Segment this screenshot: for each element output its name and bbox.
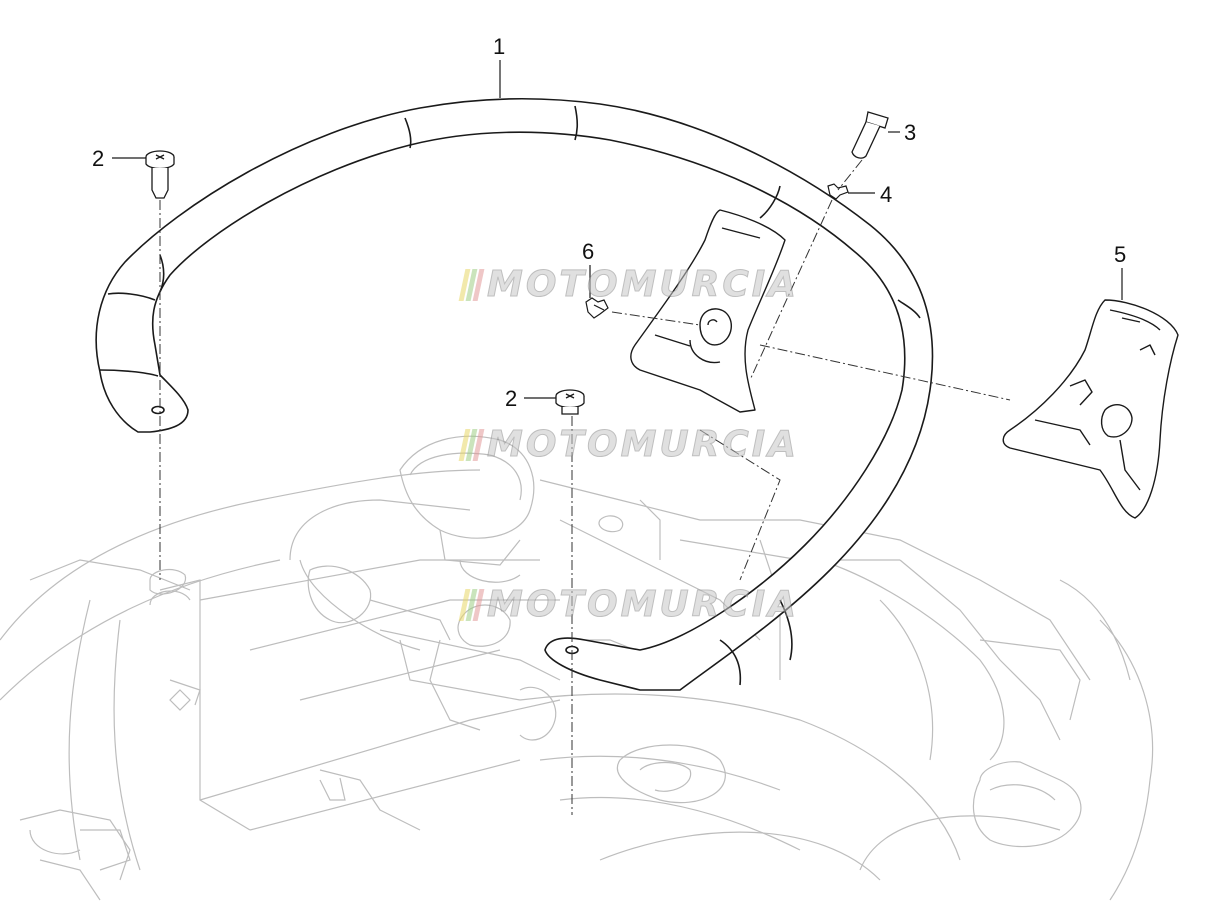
- part-2-screw-center: [555, 389, 585, 415]
- watermark-stripes: [458, 588, 485, 621]
- part-4-clip: [827, 183, 849, 200]
- watermark-stripes: [458, 428, 485, 461]
- watermark-logo: MOTOMURCIA: [458, 424, 800, 466]
- watermark-stripes: [458, 268, 485, 301]
- callout-leaders: [112, 60, 1123, 399]
- watermark-logo: MOTOMURCIA: [458, 584, 800, 626]
- watermark-text: MOTOMURCIA: [486, 584, 800, 626]
- callout-2-center: 2: [505, 386, 518, 411]
- watermark-text: MOTOMURCIA: [486, 424, 800, 466]
- callout-3: 3: [904, 120, 917, 145]
- part-6-bracket: [630, 209, 786, 413]
- watermark-logo: MOTOMURCIA: [458, 264, 800, 306]
- part-5-cover: [1002, 299, 1179, 519]
- callout-2-left: 2: [92, 146, 105, 171]
- callout-1: 1: [493, 34, 506, 59]
- callout-4: 4: [880, 182, 893, 207]
- callout-5: 5: [1114, 242, 1127, 267]
- callout-6: 6: [582, 239, 595, 264]
- watermark-text: MOTOMURCIA: [486, 264, 800, 306]
- part-6-screw: [585, 297, 609, 319]
- assembly-leader-lines: [159, 159, 1011, 815]
- part-3-pin: [851, 111, 889, 159]
- part-2-screw-left: [145, 150, 175, 199]
